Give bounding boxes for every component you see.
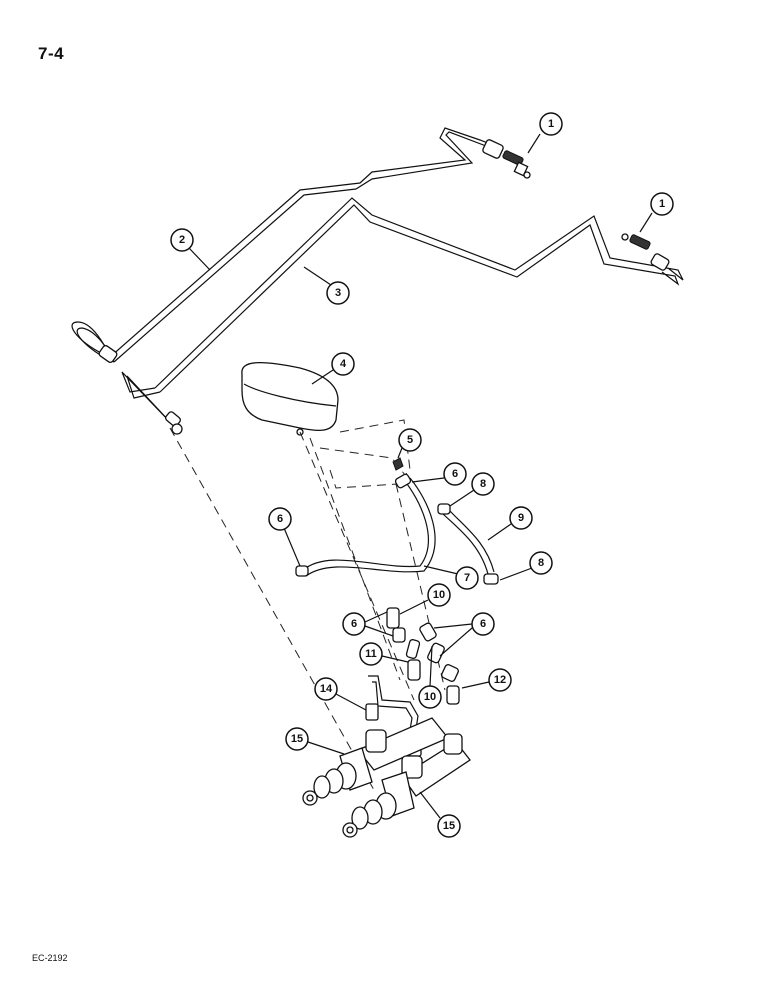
callout-4: 4 — [311, 352, 355, 385]
svg-text:6: 6 — [351, 618, 357, 630]
callout-8b: 8 — [499, 551, 553, 581]
callout-7: 7 — [423, 565, 479, 590]
page-number: 7-4 — [38, 44, 65, 63]
callout-15b: 15 — [419, 791, 461, 838]
svg-text:14: 14 — [320, 683, 333, 695]
drawing-code: EC-2192 — [32, 953, 68, 963]
callout-11: 11 — [359, 642, 409, 666]
callout-15a: 15 — [285, 727, 345, 755]
callout-6d: 6 — [433, 612, 495, 657]
svg-text:15: 15 — [291, 733, 303, 745]
hose-7 — [295, 473, 436, 577]
fluid-reservoir-4 — [241, 361, 339, 436]
svg-text:11: 11 — [365, 648, 377, 660]
brake-pipe-3 — [121, 197, 684, 425]
callout-1a: 1 — [527, 112, 563, 154]
svg-text:6: 6 — [452, 468, 458, 480]
svg-text:9: 9 — [518, 512, 524, 524]
svg-text:1: 1 — [548, 118, 554, 130]
callout-5: 5 — [397, 428, 422, 459]
callout-9: 9 — [487, 506, 533, 541]
callout-3: 3 — [303, 266, 350, 305]
bleed-screw-1-right — [621, 233, 670, 271]
callout-10a: 10 — [399, 583, 451, 615]
svg-text:8: 8 — [480, 478, 486, 490]
svg-text:6: 6 — [480, 618, 486, 630]
svg-text:2: 2 — [179, 234, 185, 246]
master-cylinder-15-right — [342, 733, 471, 838]
pipe-end-fitting-left — [98, 345, 183, 435]
callout-12: 12 — [461, 668, 512, 692]
callout-14: 14 — [314, 677, 367, 711]
svg-text:10: 10 — [433, 589, 445, 601]
callout-6a: 6 — [411, 462, 467, 486]
svg-text:15: 15 — [443, 820, 455, 832]
callout-6b: 6 — [268, 507, 301, 567]
svg-text:12: 12 — [494, 674, 506, 686]
brake-pipe-2 — [71, 127, 499, 363]
svg-text:5: 5 — [407, 434, 413, 446]
svg-text:8: 8 — [538, 557, 544, 569]
svg-text:6: 6 — [277, 513, 283, 525]
callout-6c: 6 — [342, 611, 394, 637]
svg-text:10: 10 — [424, 691, 436, 703]
fitting-5 — [392, 457, 404, 471]
callout-2: 2 — [170, 228, 211, 271]
alignment-lines — [169, 419, 446, 791]
callout-1b: 1 — [639, 192, 674, 233]
svg-text:4: 4 — [340, 358, 347, 370]
hose-9 — [437, 503, 499, 585]
svg-text:3: 3 — [335, 287, 341, 299]
callout-10b: 10 — [418, 645, 442, 709]
bleed-screw-1-upper — [482, 139, 531, 179]
svg-text:7: 7 — [464, 572, 470, 584]
svg-text:1: 1 — [659, 198, 665, 210]
callout-8a: 8 — [449, 472, 495, 507]
